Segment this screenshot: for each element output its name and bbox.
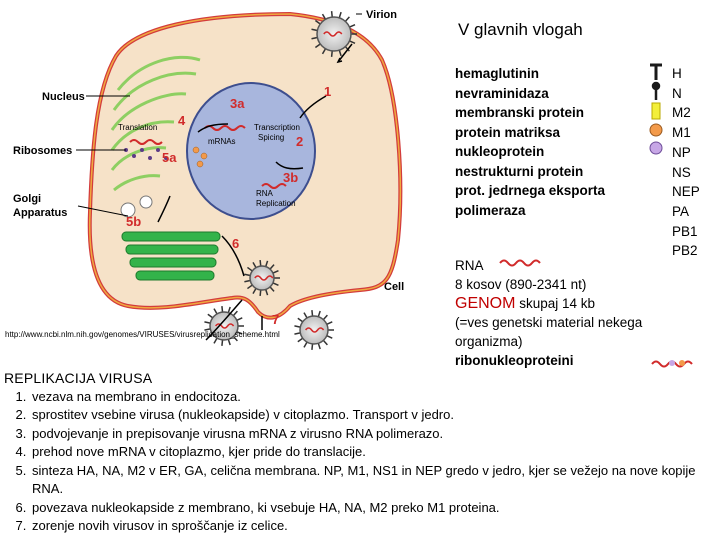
step-7: zorenje novih virusov in sproščanje iz c… [30, 517, 716, 536]
label-rna: RNA [256, 189, 274, 198]
step-number-3a: 3a [230, 96, 245, 111]
virion-0 [311, 11, 357, 57]
step-number-2: 2 [296, 134, 303, 149]
nucleus [186, 82, 316, 220]
label-transcription: Transcription [254, 123, 300, 132]
label-spicing: Spicing [258, 133, 284, 142]
step-number-1: 1 [324, 84, 331, 99]
label-cell: Cell [384, 281, 404, 293]
legend-code-8: PB1 [672, 223, 698, 239]
protein-dots [192, 146, 208, 168]
rna-squiggle-icon [499, 259, 541, 267]
spike-y-icon [651, 81, 661, 100]
step-number-4: 4 [178, 113, 186, 128]
legend-code-3: M1 [672, 125, 691, 141]
rnp-squiggle-icon [651, 360, 693, 368]
steps-list: vezava na membrano in endocitoza.sprosti… [4, 388, 716, 536]
label-nucleus: Nucleus [42, 91, 85, 103]
legend-name-4: nukleoprotein [455, 144, 545, 159]
rna-info: RNA 8 kosov (890-2341 nt) GENOM skupaj 1… [455, 256, 642, 370]
step-1: vezava na membrano in endocitoza. [30, 388, 716, 407]
replication-steps: REPLIKACIJA VIRUSA vezava na membrano in… [4, 369, 716, 536]
golgi-apparatus [121, 231, 221, 281]
legend-name-2: membranski protein [455, 105, 585, 120]
legend-code-0: H [672, 66, 682, 81]
source-url: http://www.ncbi.nlm.nih.gov/genomes/VIRU… [5, 330, 280, 339]
genome-size-text: skupaj 14 kb [515, 296, 596, 311]
label-translation: Translation [118, 123, 157, 132]
legend-name-5: nestrukturni protein [455, 163, 584, 179]
label-virion: Virion [366, 9, 397, 21]
spike-t-icon [650, 63, 662, 80]
step-2: sprostitev vsebine virusa (nukleokapside… [30, 406, 716, 425]
endoplasmic-reticulum [110, 55, 201, 192]
legend-name-0: hemaglutinin [455, 66, 539, 81]
legend-name-7: polimeraza [455, 202, 526, 218]
step-number-5b: 5b [126, 214, 141, 229]
virions [204, 11, 357, 350]
step-number-7: 7 [272, 312, 279, 327]
legend-name-1: nevraminidaza [455, 85, 549, 101]
step-4: prehod nove mRNA v citoplazmo, kjer prid… [30, 443, 716, 462]
legend-name-6: prot. jedrnega eksporta [455, 183, 606, 198]
cell-membrane-rim [88, 13, 402, 319]
step-number-5a: 5a [162, 150, 177, 165]
legend-code-7: PA [672, 203, 690, 219]
legend-code-4: NP [672, 144, 691, 160]
virion-2 [294, 310, 334, 350]
label-replication: Replication [256, 199, 296, 208]
orange-dot-icon [649, 123, 663, 137]
steps-title: REPLIKACIJA VIRUSA [4, 370, 153, 386]
legend-name-3: protein matriksa [455, 124, 561, 140]
step-3: podvojevanje in prepisovanje virusna mRN… [30, 425, 716, 444]
vesicles [120, 195, 153, 218]
rna-label: RNA [455, 258, 484, 273]
mrna-strands [129, 125, 287, 189]
label-mrnas: mRNAs [208, 137, 236, 146]
legend-icons [499, 63, 693, 368]
rna-segments: 8 kosov (890-2341 nt) [455, 277, 587, 292]
virion-3 [244, 260, 280, 296]
step-6: povezava nukleokapside z membrano, ki vs… [30, 499, 716, 518]
ribonucleoproteins-label: ribonukleoproteini [455, 353, 574, 368]
legend-code-1: N [672, 85, 682, 101]
legend-code-6: NEP [672, 184, 700, 200]
page-title: V glavnih vlogah [458, 20, 583, 39]
legend-protein-names: hemaglutinin nevraminidaza membranski prot… [455, 64, 605, 220]
process-arrows [157, 43, 353, 341]
genome-size: GENOM skupaj 14 kb [455, 294, 642, 313]
legend-code-9: PB2 [672, 243, 698, 259]
legend-code-2: M2 [672, 105, 691, 121]
step-number-3b: 3b [283, 170, 298, 185]
virion-1 [204, 306, 244, 346]
yellow-bar-icon [651, 102, 661, 120]
leader-lines [76, 13, 362, 217]
genome-definition-1: (=ves genetski material nekega [455, 315, 643, 330]
step-number-6: 6 [232, 236, 239, 251]
legend-code-5: NS [672, 164, 691, 180]
step-5: sinteza HA, NA, M2 v ER, GA, celična mem… [30, 462, 716, 499]
label-apparatus: Apparatus [13, 207, 67, 219]
label-golgi: Golgi [13, 193, 41, 205]
label-ribosomes: Ribosomes [13, 145, 72, 157]
lilac-dot-icon [649, 141, 663, 155]
genome-definition-2: organizma) [455, 334, 523, 349]
genom-word: GENOM [455, 295, 516, 312]
